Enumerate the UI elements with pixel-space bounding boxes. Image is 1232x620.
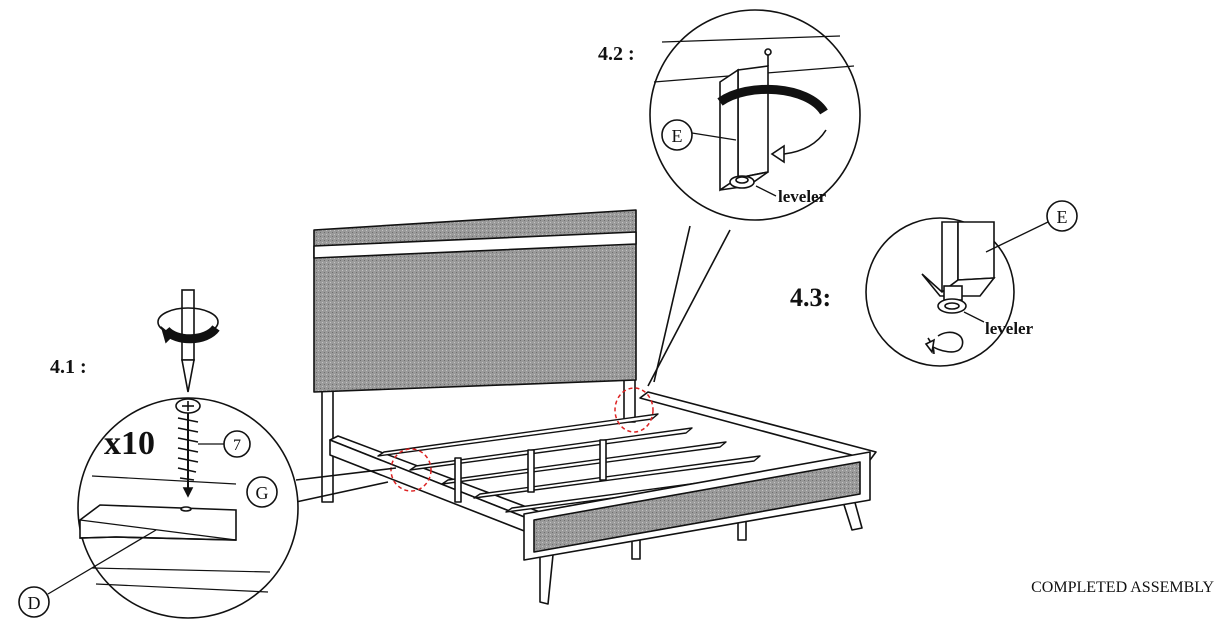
callout-line bbox=[295, 481, 389, 503]
part-label-7: 7 bbox=[233, 437, 241, 454]
part-label-g: G bbox=[256, 483, 269, 503]
part-e-badge-right bbox=[1046, 200, 1078, 232]
headboard-trim bbox=[313, 231, 637, 259]
headboard-panel bbox=[313, 209, 637, 393]
detail-marker-e bbox=[614, 387, 654, 433]
leveler-label-top: leveler bbox=[778, 187, 827, 206]
quantity-label: x10 bbox=[104, 425, 155, 462]
callout-line bbox=[295, 467, 397, 481]
part-g-badge bbox=[246, 476, 278, 508]
step-label-4-1: 4.1 : bbox=[50, 356, 87, 378]
leveler-label-right: leveler bbox=[985, 319, 1034, 338]
detail-4-2 bbox=[647, 9, 861, 387]
part-label-d: D bbox=[28, 593, 41, 613]
part-e-badge-top bbox=[661, 119, 693, 151]
center-support-leg bbox=[454, 457, 462, 503]
footboard-panel bbox=[533, 461, 861, 553]
caption-completed-assembly: COMPLETED ASSEMBLY bbox=[1031, 579, 1214, 596]
detail-4-3 bbox=[865, 200, 1078, 367]
callout-line bbox=[653, 225, 691, 383]
part-label-e-right: E bbox=[1057, 207, 1068, 227]
part-7-badge bbox=[223, 430, 251, 458]
part-label-e-top: E bbox=[672, 126, 683, 146]
step-label-4-2: 4.2 : bbox=[598, 43, 635, 65]
bed-illustration bbox=[313, 209, 877, 605]
callout-line bbox=[647, 229, 731, 387]
detail-4-1 bbox=[18, 289, 397, 619]
right-side-rail bbox=[639, 391, 877, 461]
part-d-badge bbox=[18, 586, 50, 618]
detail-marker-g bbox=[390, 448, 432, 492]
step-label-4-3: 4.3: bbox=[790, 283, 831, 312]
